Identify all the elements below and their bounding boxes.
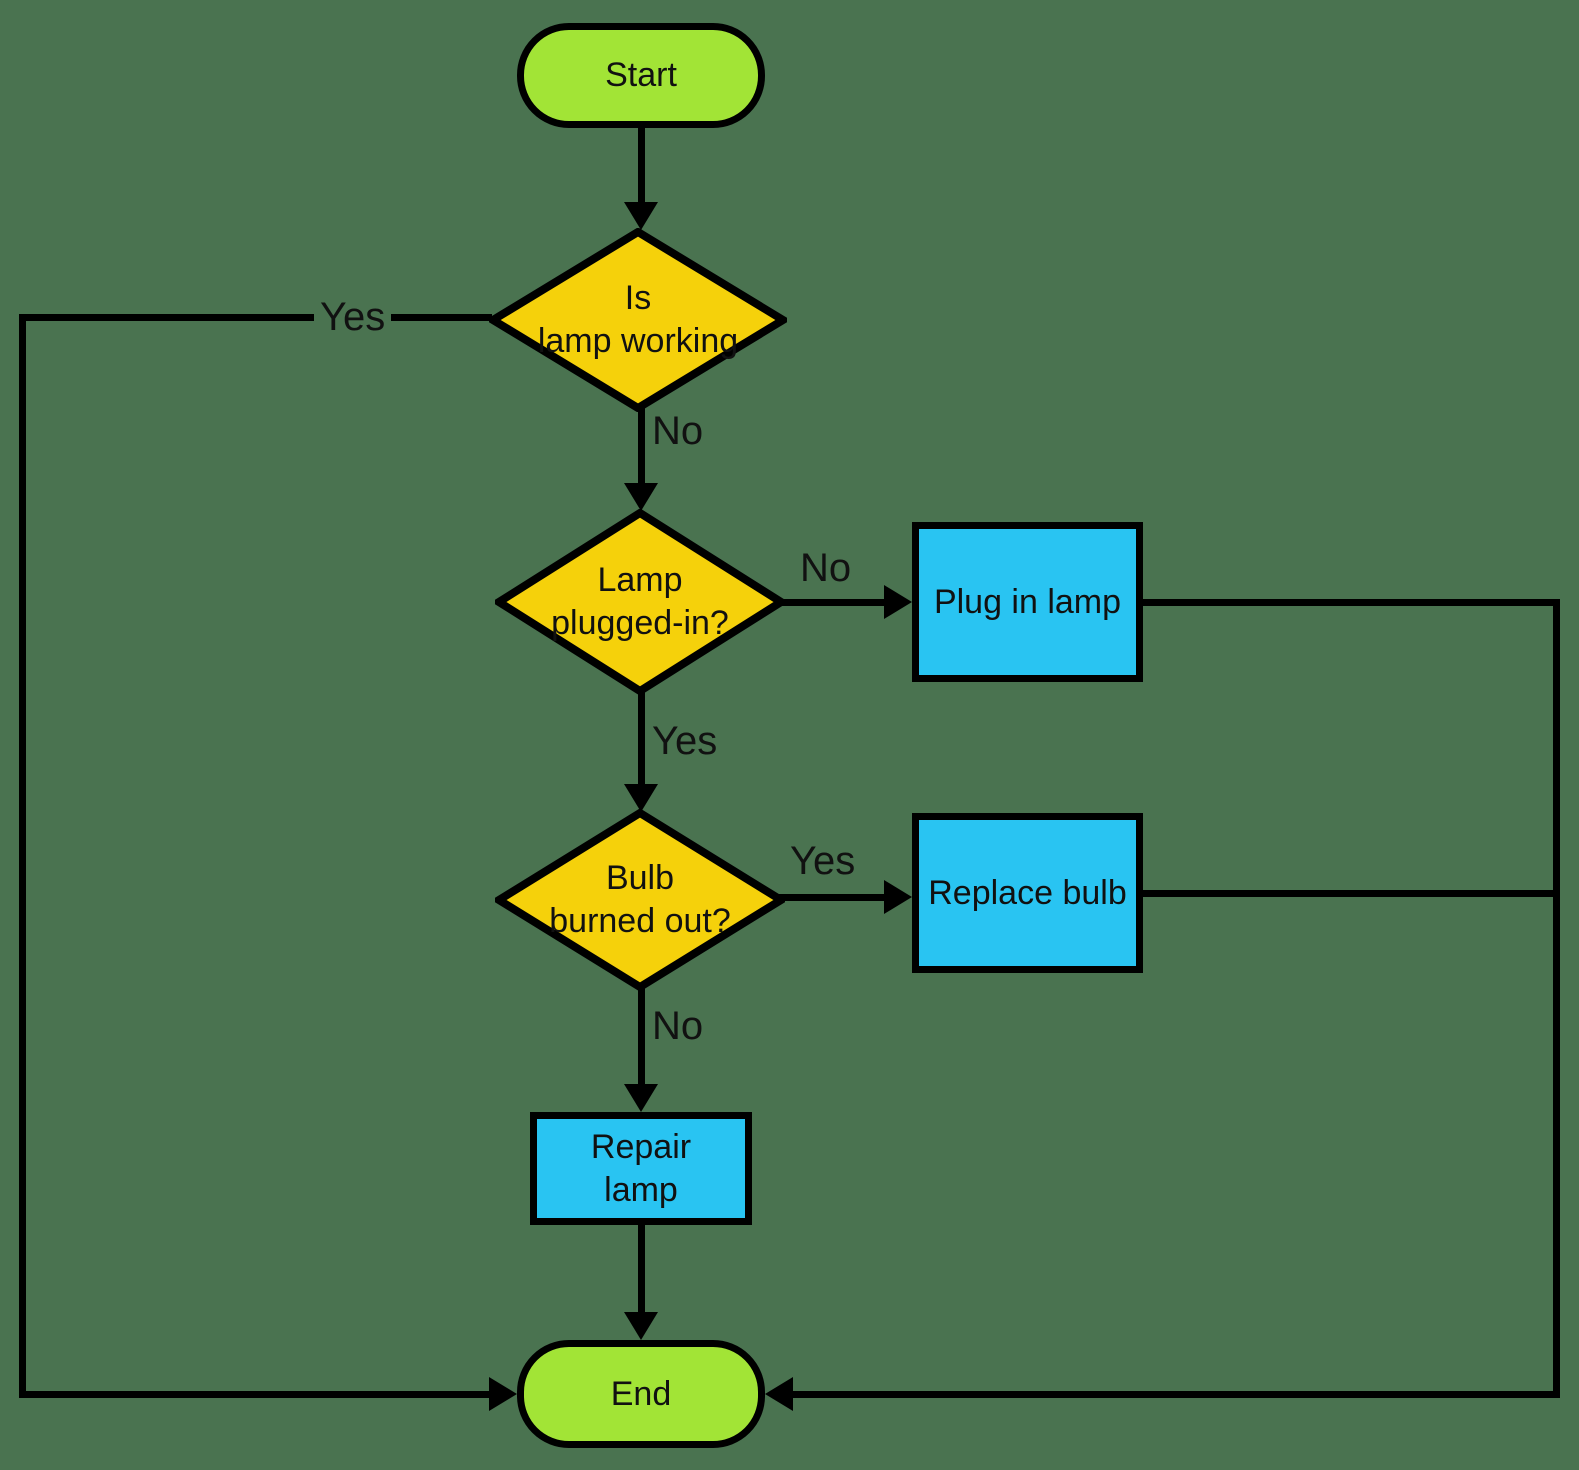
connector-plugged-yes-arrowhead (624, 784, 658, 812)
connector-working-no-arrowhead (624, 483, 658, 511)
decision-bulb-diamond-shape (495, 809, 785, 991)
connector-yes-to-end-horizontal (18, 1390, 490, 1398)
connector-working-no (637, 404, 645, 486)
node-repair-lamp: Repair lamp (530, 1112, 752, 1225)
connector-bulb-no (637, 984, 645, 1086)
connector-plugged-no (778, 598, 886, 606)
connector-working-yes-horizontal (22, 313, 492, 321)
node-end: End (517, 1340, 765, 1448)
connector-repair-to-end (637, 1225, 645, 1314)
edge-label-bulb-yes: Yes (790, 839, 856, 883)
connector-repair-to-end-arrowhead (624, 1312, 658, 1340)
connector-right-rail-vertical (1552, 598, 1560, 1398)
node-decision-bulb: Bulb burned out? (495, 809, 785, 991)
node-decision-working-label: Is lamp working (537, 279, 739, 360)
connector-plug-to-rail (1143, 598, 1560, 606)
connector-start-to-working-arrowhead (624, 202, 658, 230)
node-decision-plugged: Lamp plugged-in? (495, 509, 785, 695)
edge-label-bulb-no: No (652, 1004, 704, 1048)
connector-plugged-no-arrowhead (884, 585, 912, 619)
connector-plugged-yes (637, 688, 645, 786)
edge-label-working-no: No (652, 409, 704, 453)
edge-label-plugged-yes: Yes (652, 719, 718, 763)
connector-start-to-working (637, 128, 645, 206)
connector-working-yes-vertical (18, 313, 26, 1398)
connector-bulb-yes (778, 893, 886, 901)
diamond-shape (495, 809, 785, 991)
connector-replace-to-rail (1143, 889, 1560, 897)
node-plug-in-lamp: Plug in lamp (912, 522, 1143, 682)
diamond-shape (495, 509, 785, 695)
connector-bulb-yes-arrowhead (884, 880, 912, 914)
node-decision-bulb-label: Bulb burned out? (549, 859, 731, 940)
decision-working-diamond-shape (489, 228, 787, 412)
connector-rail-to-end-arrowhead (765, 1377, 793, 1411)
node-replace-bulb: Replace bulb (912, 813, 1143, 973)
connector-yes-to-end-arrowhead (489, 1377, 517, 1411)
node-decision-working: Is lamp working (489, 228, 787, 412)
edge-label-working-yes: Yes (314, 296, 392, 338)
diamond-shape (489, 228, 787, 412)
edge-label-plugged-no: No (800, 546, 852, 590)
decision-plugged-diamond-shape (495, 509, 785, 695)
node-start: Start (517, 23, 765, 128)
node-decision-plugged-label: Lamp plugged-in? (551, 561, 729, 642)
connector-rail-to-end-horizontal (791, 1390, 1560, 1398)
connector-bulb-no-arrowhead (624, 1084, 658, 1112)
